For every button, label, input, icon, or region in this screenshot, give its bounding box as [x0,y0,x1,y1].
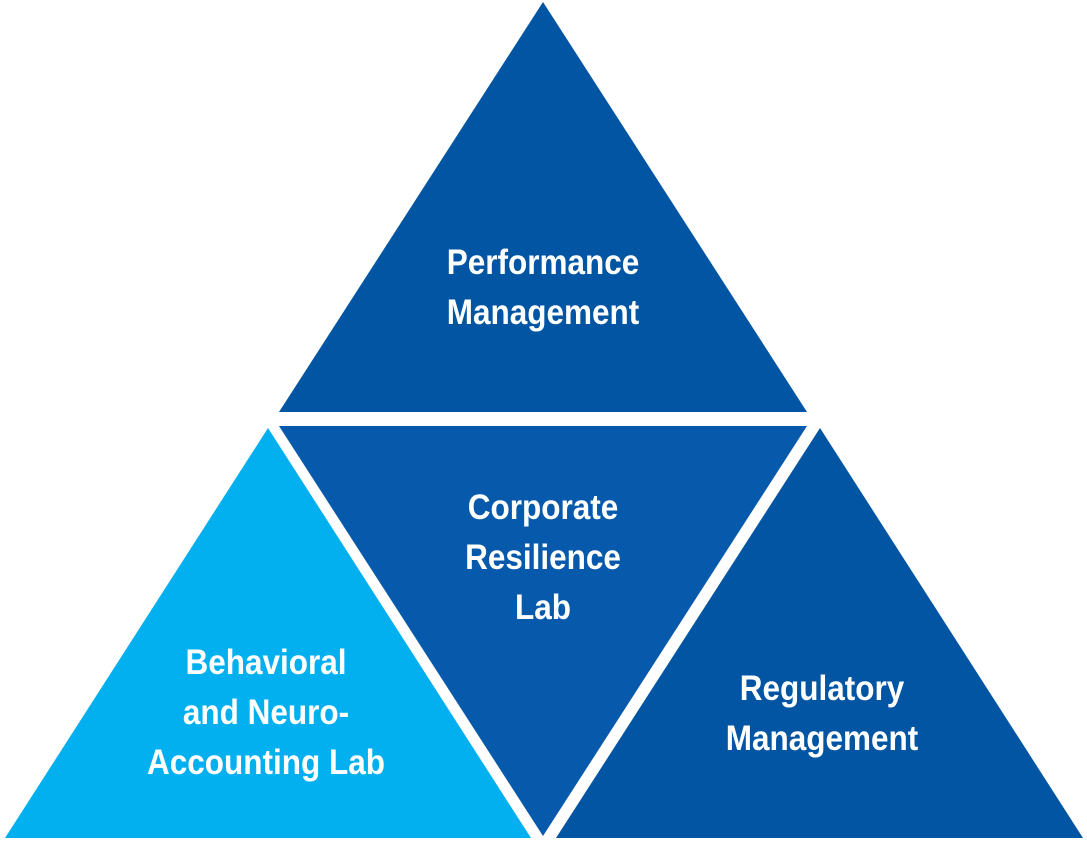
label-corporate-resilience-lab: Corporate Resilience Lab [408,483,678,633]
label-behavioral-neuro-accounting-lab: Behavioral and Neuro- Accounting Lab [131,638,401,788]
label-line: Lab [514,588,571,627]
label-line: Corporate [467,488,619,527]
label-performance-management: Performance Management [408,238,678,338]
label-line: and Neuro- [182,693,350,732]
triangle-top [279,2,807,412]
label-line: Management [725,719,919,758]
label-line: Behavioral [185,643,347,682]
label-line: Regulatory [739,669,905,708]
triangle-center [279,426,807,836]
label-regulatory-management: Regulatory Management [687,664,957,764]
triangle-left [5,428,531,838]
label-line: Management [446,293,640,332]
label-line: Resilience [465,538,621,577]
label-line: Accounting Lab [147,743,385,782]
triangle-right [556,428,1083,838]
label-line: Performance [446,243,640,282]
